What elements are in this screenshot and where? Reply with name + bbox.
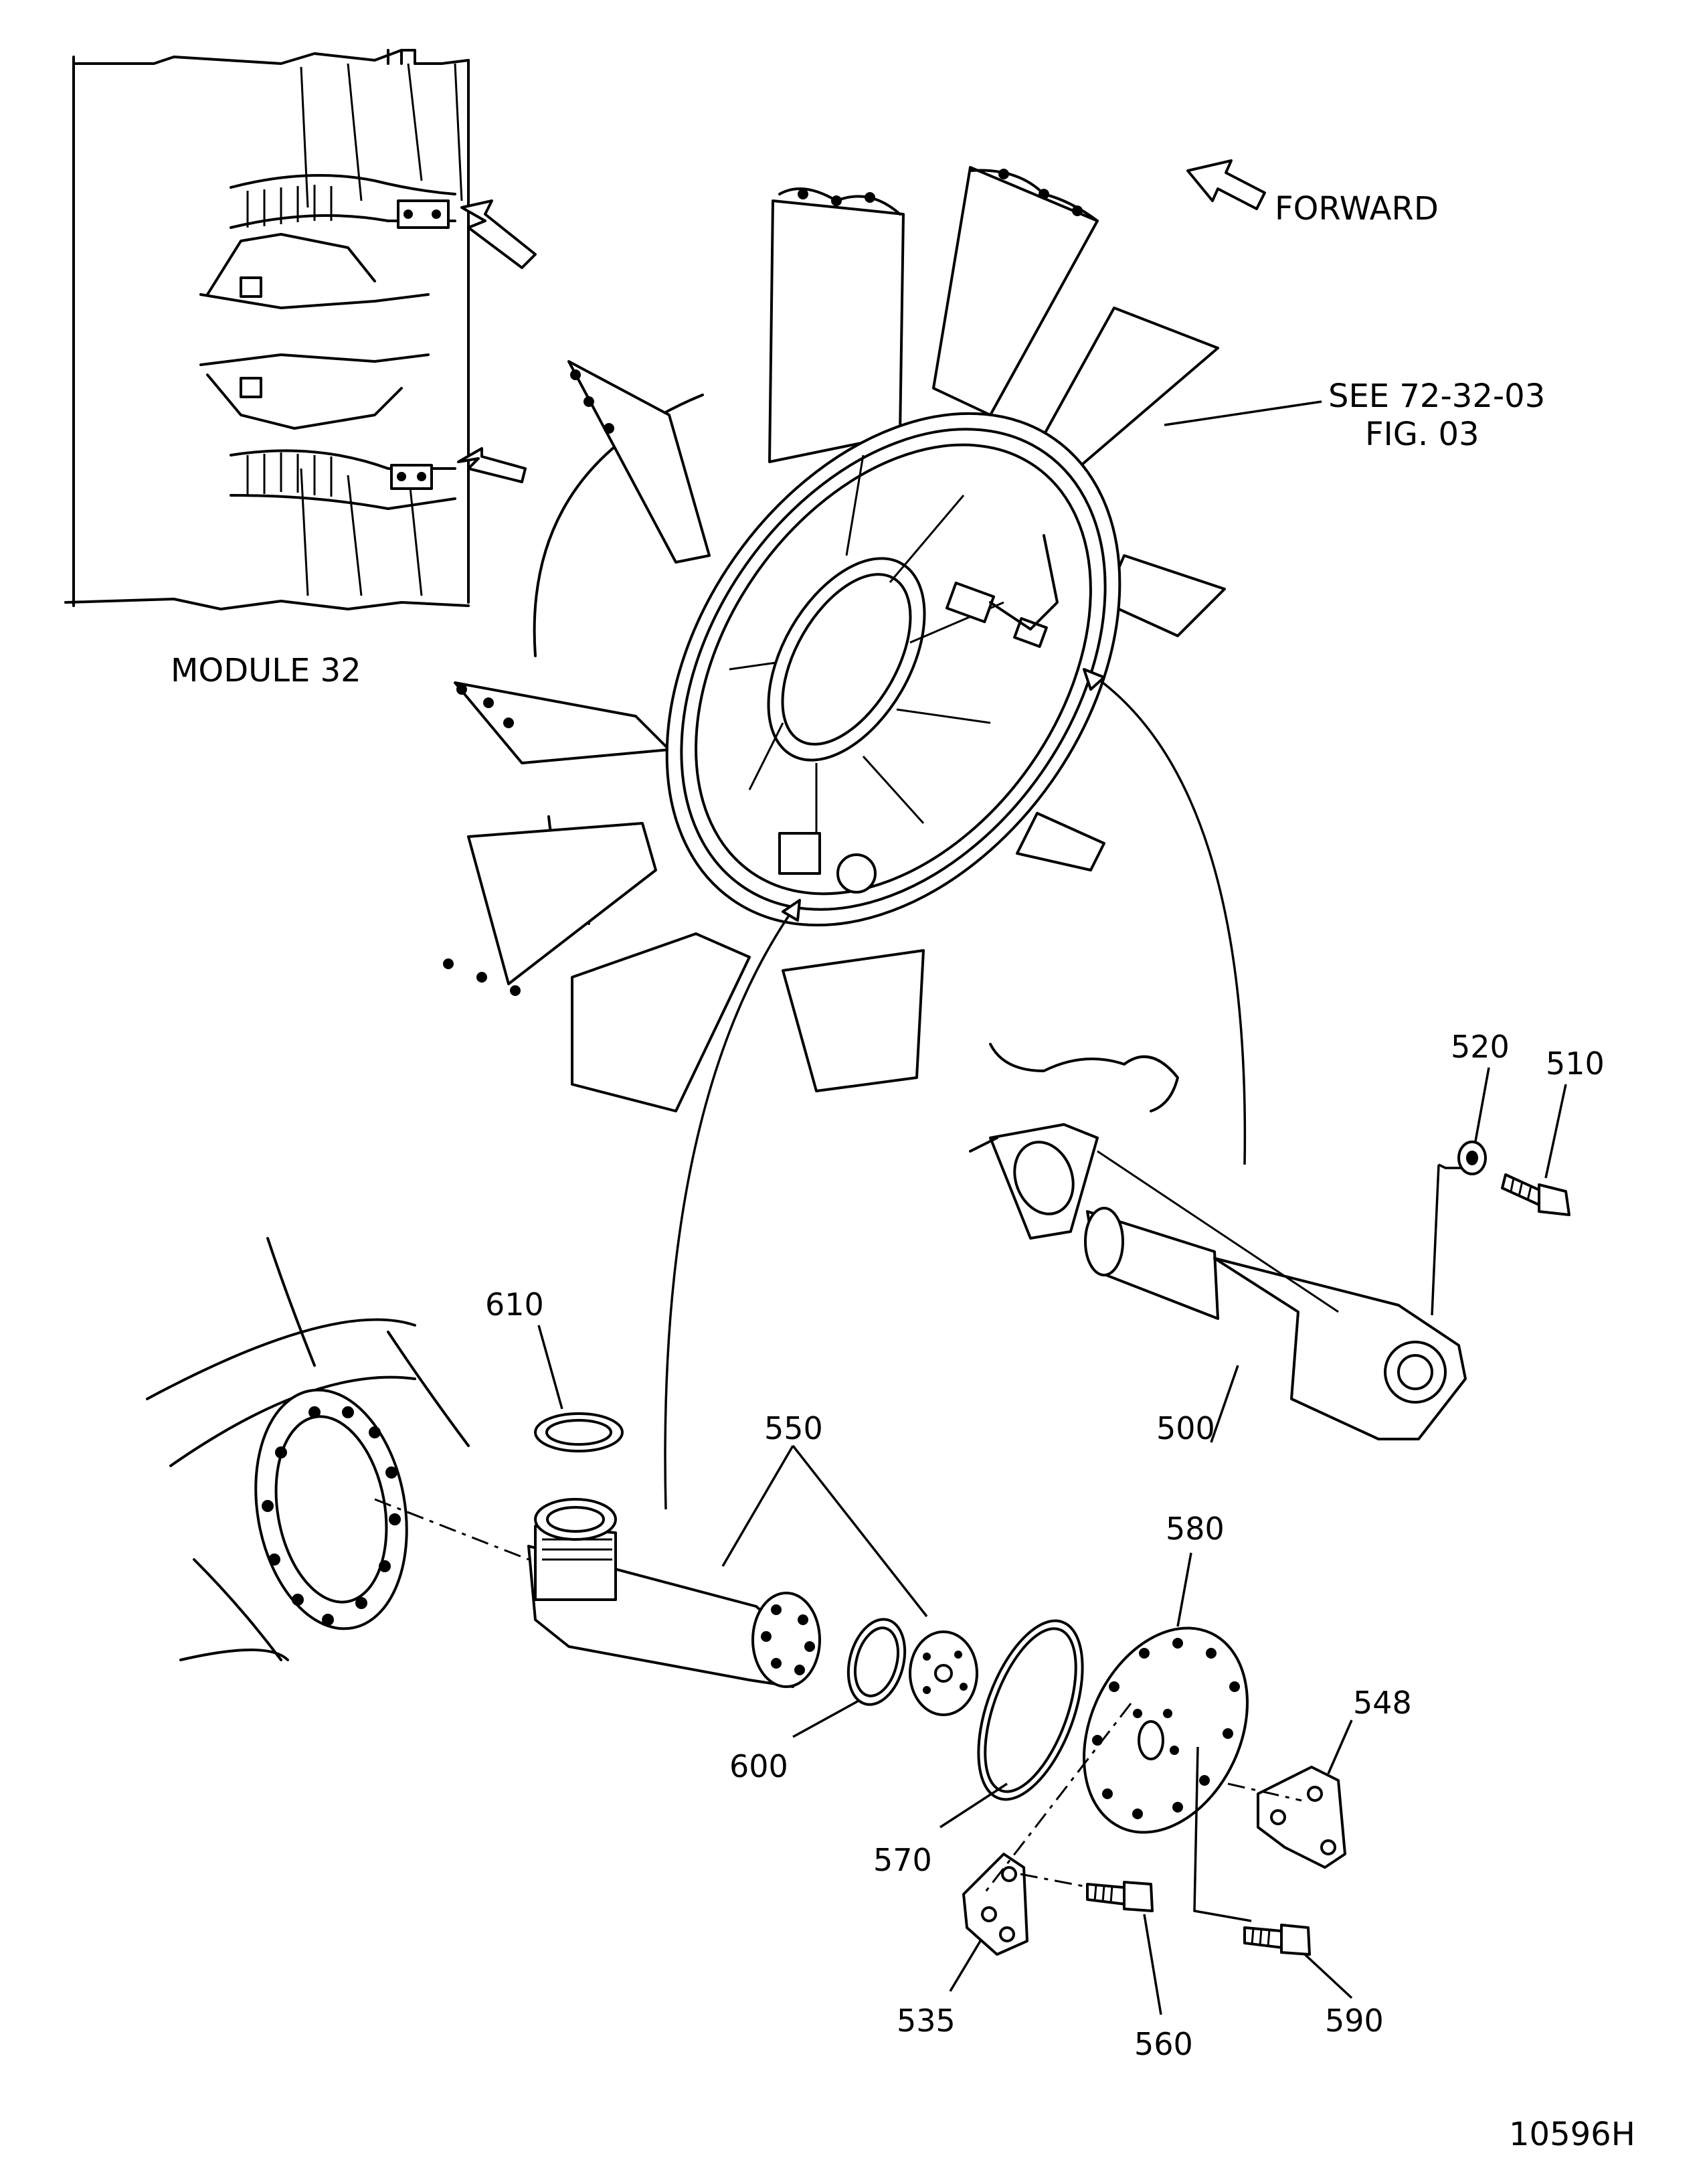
install-arrow-left (664, 899, 801, 1510)
part-550-gasket-disk (909, 1630, 978, 1716)
part-548-bracket (1257, 1766, 1346, 1869)
callout-580: 580 (1166, 1511, 1225, 1547)
inset-caption: MODULE 32 (171, 652, 361, 689)
callout-550: 550 (764, 1410, 823, 1446)
forward-arrow-icon (1186, 159, 1266, 210)
callout-548: 548 (1353, 1685, 1412, 1721)
part-580-cover-plate (1083, 1626, 1249, 1834)
part-535-bracket (962, 1853, 1028, 1956)
part-610-seal-ring (534, 1412, 624, 1452)
leader-520 (1474, 1067, 1490, 1142)
centerline-560 (1020, 1873, 1091, 1889)
vane-frame-assembly (443, 166, 1226, 1112)
part-600-o-ring (846, 1618, 907, 1706)
leader-590 (1304, 1953, 1353, 1999)
reference-leader (1164, 400, 1322, 426)
drawing-number: 10596H (1509, 2116, 1635, 2153)
reference-line-2: FIG. 03 (1365, 416, 1479, 453)
leader-570 (939, 1782, 1008, 1829)
callout-520: 520 (1451, 1029, 1510, 1065)
part-550-arm-assembly (527, 1498, 821, 1688)
leader-580 (1176, 1552, 1192, 1627)
arrowhead-left (782, 899, 801, 922)
arrowhead-right (1083, 668, 1105, 691)
leader-510 (1544, 1084, 1567, 1179)
leader-560 (1143, 1914, 1162, 2015)
leader-610 (537, 1325, 563, 1410)
callout-570: 570 (873, 1842, 932, 1878)
install-arrow-right (1083, 668, 1247, 1165)
reference-line-1: SEE 72-32-03 (1328, 377, 1545, 415)
part-500-housing (969, 1043, 1467, 1440)
centerline-548 (1227, 1782, 1302, 1802)
leader-550 (721, 1444, 928, 1618)
forward-label: FORWARD (1275, 190, 1439, 228)
leader-590-path (1193, 1746, 1252, 1922)
callout-500: 500 (1156, 1410, 1215, 1446)
part-570-seal (977, 1619, 1084, 1801)
centerline-case (374, 1498, 529, 1561)
callout-560: 560 (1134, 2026, 1193, 2062)
leader-500 (1210, 1365, 1239, 1443)
leader-548 (1327, 1719, 1353, 1774)
case-section-lower-left (146, 1237, 470, 1661)
centerline-535 (982, 1703, 1132, 1895)
leader-535 (949, 1940, 982, 1992)
callout-590: 590 (1325, 2003, 1384, 2039)
leader-600 (792, 1699, 861, 1738)
callout-610: 610 (485, 1286, 544, 1323)
part-590-bolt (1243, 1924, 1311, 1956)
part-560-bolt (1086, 1881, 1154, 1912)
callout-510: 510 (1546, 1045, 1605, 1082)
part-510-bolt (1501, 1173, 1570, 1216)
leader-assembly-500 (1431, 1164, 1440, 1316)
module-32-inset (64, 49, 537, 610)
callout-600: 600 (729, 1748, 788, 1784)
callout-535: 535 (897, 2003, 956, 2039)
